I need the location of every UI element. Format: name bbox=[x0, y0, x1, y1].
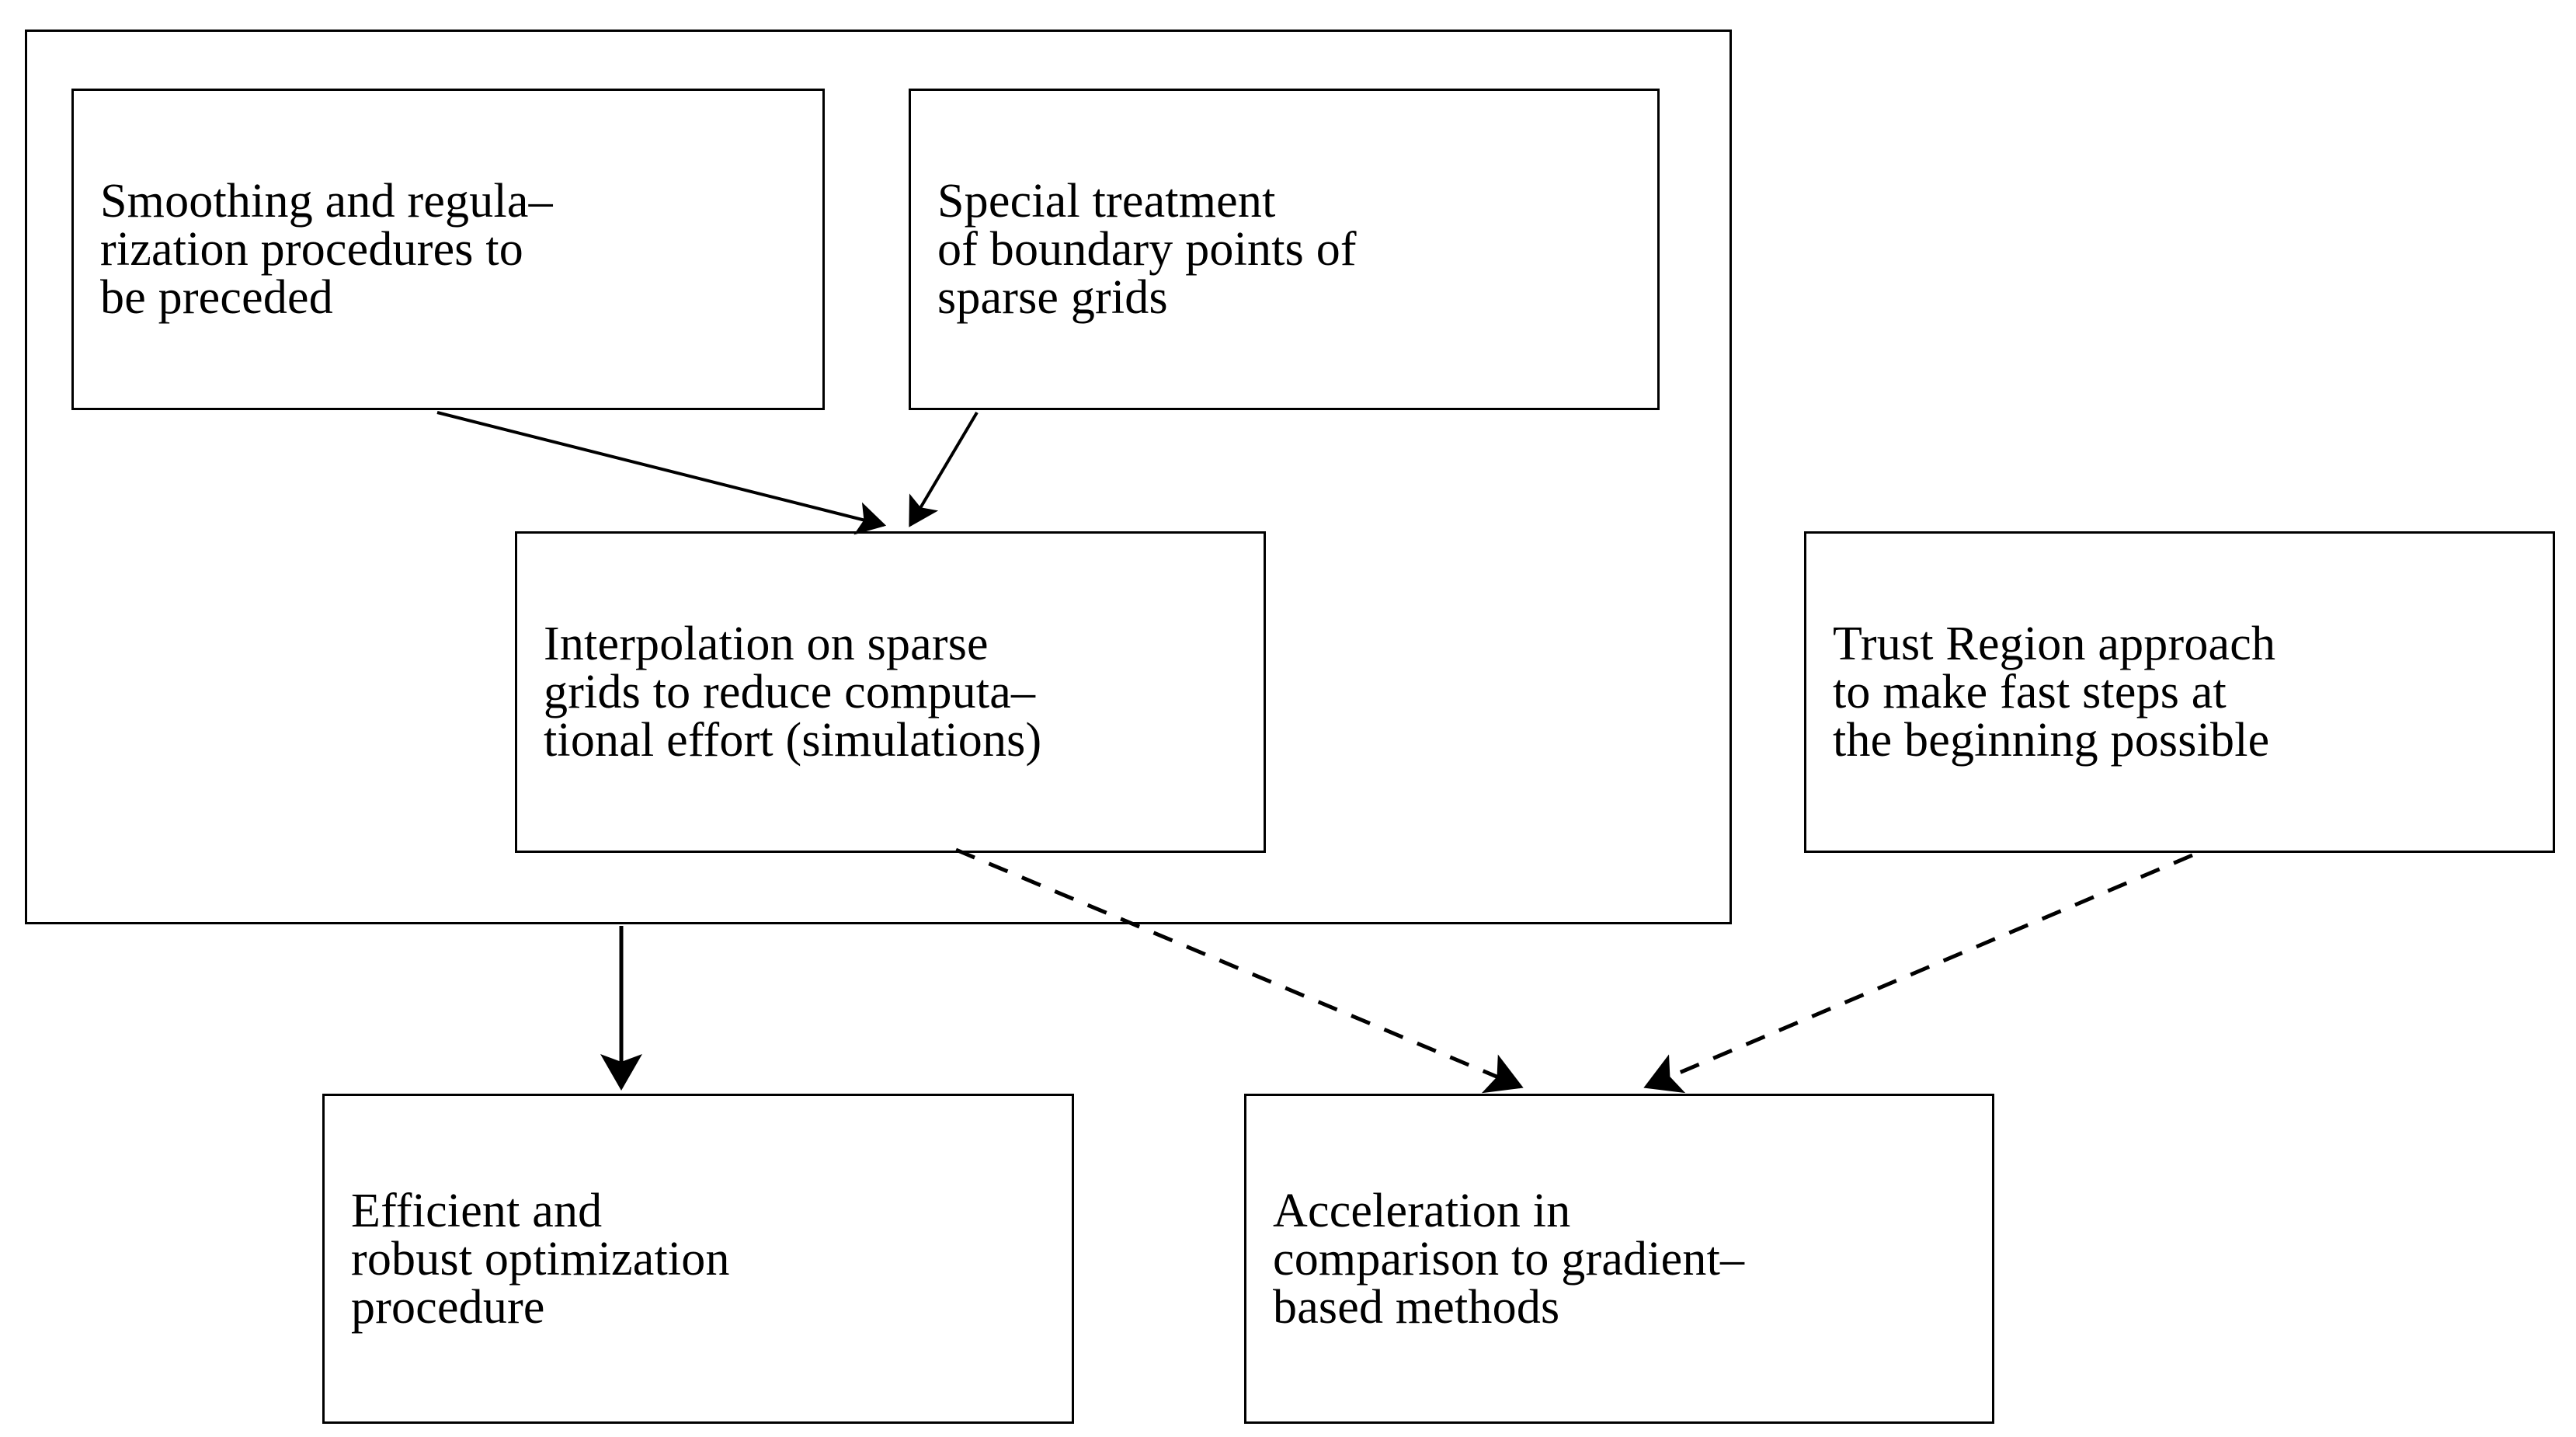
node-trust-region[interactable]: Trust Region approach to make fast steps… bbox=[1804, 531, 2555, 853]
node-acceleration-label: Acceleration in comparison to gradient– … bbox=[1273, 1184, 1745, 1334]
node-smoothing-label: Smoothing and regula– rization procedure… bbox=[100, 175, 553, 324]
group-container bbox=[25, 30, 1732, 924]
node-efficient[interactable]: Efficient and robust optimization proced… bbox=[322, 1094, 1074, 1424]
node-boundary[interactable]: Special treatment of boundary points of … bbox=[909, 89, 1660, 410]
node-acceleration[interactable]: Acceleration in comparison to gradient– … bbox=[1244, 1094, 1994, 1424]
node-boundary-label: Special treatment of boundary points of … bbox=[937, 175, 1357, 324]
node-interpolation[interactable]: Interpolation on sparse grids to reduce … bbox=[515, 531, 1266, 853]
node-interpolation-label: Interpolation on sparse grids to reduce … bbox=[544, 618, 1042, 767]
node-efficient-label: Efficient and robust optimization proced… bbox=[351, 1184, 730, 1334]
node-smoothing[interactable]: Smoothing and regula– rization procedure… bbox=[71, 89, 825, 410]
node-trust-region-label: Trust Region approach to make fast steps… bbox=[1833, 618, 2276, 767]
